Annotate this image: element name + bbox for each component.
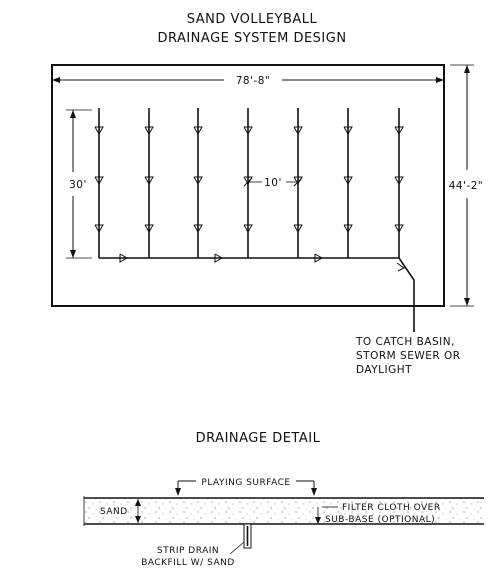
filter-cloth-line-2: SUB-BASE (OPTIONAL)	[325, 515, 435, 525]
outlet-line-1: TO CATCH BASIN,	[355, 336, 455, 348]
height-dimension-label: 44'-2"	[449, 180, 484, 192]
outlet-line-3: DAYLIGHT	[356, 364, 412, 376]
spacing-label: 10'	[264, 177, 282, 189]
court-outline	[51, 64, 445, 307]
lateral-flow-arrows	[94, 126, 404, 234]
filter-cloth-callout: FILTER CLOTH OVER SUB-BASE (OPTIONAL)	[315, 503, 441, 525]
lateral-length-label: 30'	[69, 179, 87, 191]
strip-drain-line-1: STRIP DRAIN	[157, 546, 219, 556]
playing-surface-callout: PLAYING SURFACE	[175, 478, 317, 496]
sand-label: SAND	[100, 507, 128, 517]
outlet-line-2: STORM SEWER OR	[356, 350, 461, 362]
strip-drain-line-2: BACKFILL W/ SAND	[141, 558, 235, 568]
title-line-1: SAND VOLLEYBALL	[187, 12, 318, 27]
filter-cloth-line-1: FILTER CLOTH OVER	[342, 503, 441, 513]
title-line-2: DRAINAGE SYSTEM DESIGN	[157, 31, 346, 46]
playing-surface-label: PLAYING SURFACE	[201, 478, 290, 488]
collector-drain	[99, 253, 415, 332]
strip-drain: STRIP DRAIN BACKFILL W/ SAND	[141, 523, 252, 568]
width-dimension: 78'-8"	[52, 75, 444, 87]
spacing-dimension: 10'	[243, 177, 303, 189]
width-dimension-label: 78'-8"	[236, 75, 271, 87]
detail-title: DRAINAGE DETAIL	[196, 431, 321, 446]
sand-layer: SAND	[83, 496, 484, 526]
lateral-length-dimension: 30'	[66, 109, 92, 259]
height-dimension: 44'-2"	[449, 64, 484, 307]
outlet-note: TO CATCH BASIN, STORM SEWER OR DAYLIGHT	[355, 336, 461, 376]
